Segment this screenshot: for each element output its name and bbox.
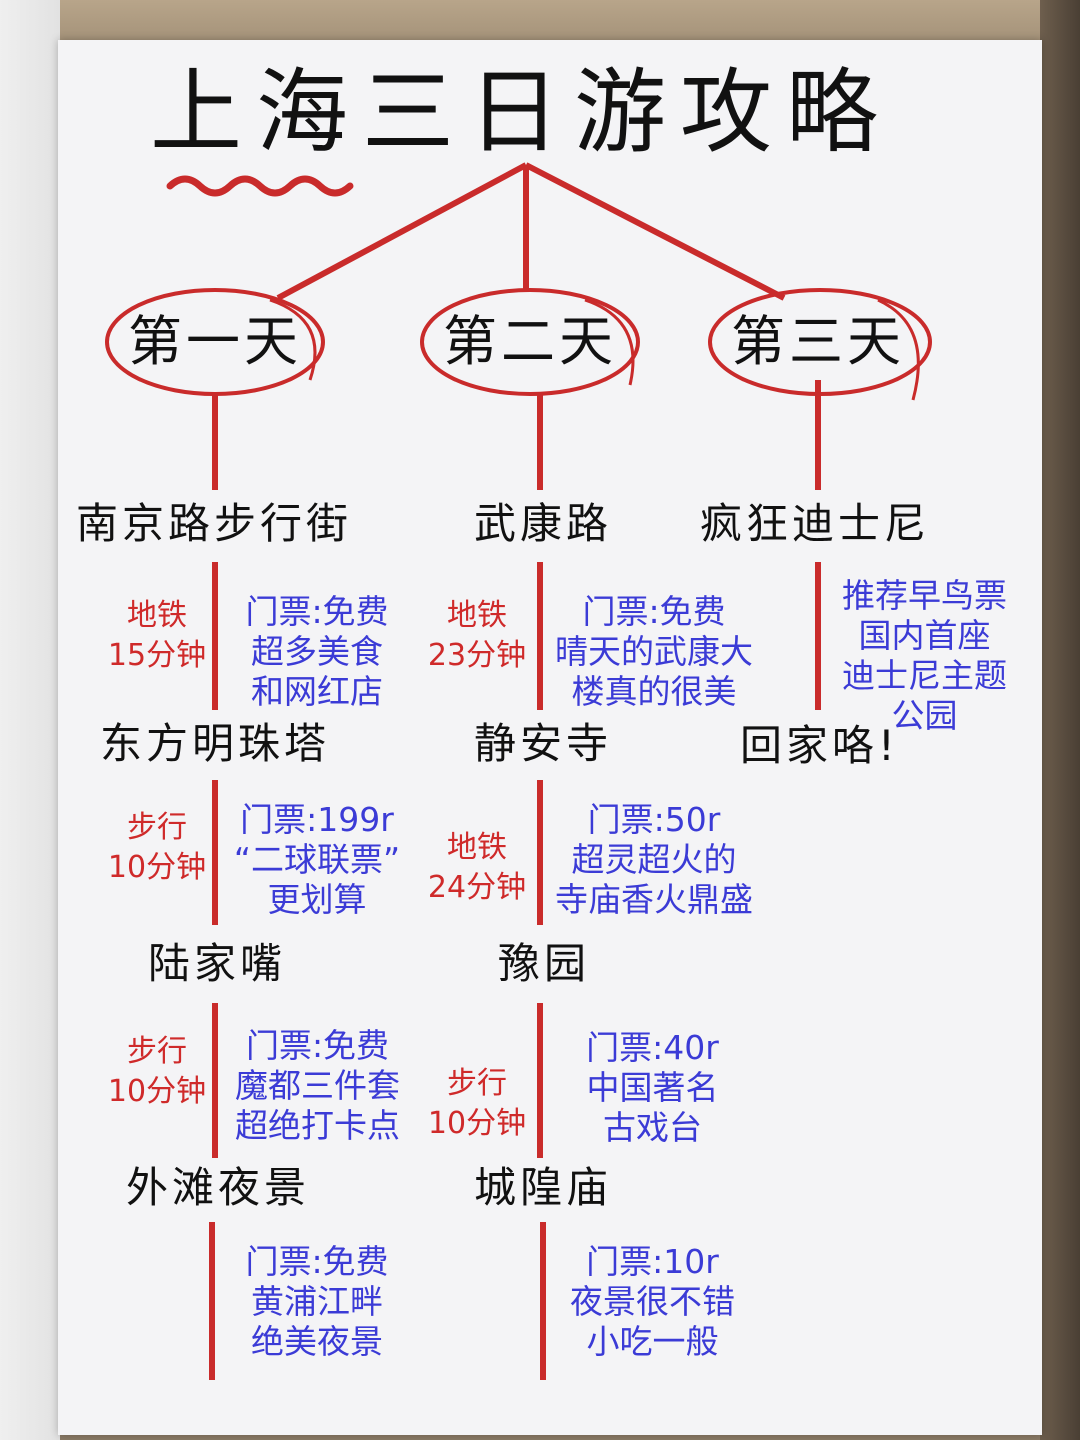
day1-transit-1: 地铁 15分钟 — [92, 596, 222, 676]
note-line: 门票:免费 — [245, 1026, 390, 1065]
transit-duration: 24分钟 — [427, 870, 527, 905]
transit-duration: 10分钟 — [427, 1106, 527, 1141]
day1-note-4: 门票:免费 黄浦江畔 绝美夜景 — [232, 1242, 402, 1362]
day2-note-2: 门票:50r 超灵超火的 寺庙香火鼎盛 — [548, 800, 760, 920]
note-line: 魔都三件套 — [235, 1066, 400, 1105]
page-title: 上海三日游攻略 — [150, 59, 893, 166]
note-line: 小吃一般 — [586, 1322, 719, 1361]
day1-stop-3: 陆家嘴 — [148, 939, 287, 988]
day3-note-1: 推荐早鸟票 国内首座 迪士尼主题 公园 — [832, 576, 1017, 736]
note-line: 迪士尼主题 — [842, 656, 1007, 695]
day1-transit-2: 步行 10分钟 — [92, 808, 222, 888]
note-line: 公园 — [891, 696, 958, 735]
day2-stop-3: 豫园 — [498, 939, 591, 988]
day3-circle-tail — [877, 298, 920, 401]
transit-duration: 15分钟 — [107, 638, 207, 673]
day1-stop-1: 南京路步行街 — [76, 499, 353, 548]
note-line: 国内首座 — [858, 616, 991, 655]
day1-circle-tail — [269, 298, 317, 381]
day2-note-1: 门票:免费 晴天的武康大 楼真的很美 — [548, 592, 760, 712]
note-line: 楼真的很美 — [571, 672, 737, 711]
transit-duration: 10分钟 — [107, 850, 207, 885]
day2-label: 第二天 — [443, 310, 617, 373]
day1-transit-3: 步行 10分钟 — [92, 1032, 222, 1112]
note-line: 推荐早鸟票 — [842, 576, 1007, 615]
note-line: 门票:免费 — [245, 1242, 389, 1281]
day1-circle — [105, 288, 325, 396]
note-line: 门票:免费 — [582, 592, 726, 631]
note-line: 古戏台 — [603, 1108, 702, 1147]
transit-duration: 10分钟 — [107, 1074, 207, 1109]
branch-day1 — [276, 162, 528, 301]
transit-mode: 地铁 — [447, 598, 507, 633]
day1-note-3: 门票:免费 魔都三件套 超绝打卡点 — [225, 1026, 410, 1146]
paper-sheet — [58, 40, 1042, 1435]
note-line: 门票:10r — [586, 1242, 719, 1281]
note-line: 门票:免费 — [245, 592, 389, 631]
day2-note-3: 门票:40r 中国著名 古戏台 — [560, 1028, 745, 1148]
note-line: 超多美食 — [251, 632, 383, 671]
day2-transit-2: 地铁 24分钟 — [412, 828, 542, 908]
note-line: 晴天的武康大 — [555, 632, 753, 671]
transit-duration: 23分钟 — [427, 638, 527, 673]
desk-background-right — [1040, 0, 1080, 1440]
day2-stop-1: 武康路 — [474, 499, 613, 548]
note-line: 门票:199r — [240, 800, 394, 839]
note-line: “二球联票” — [233, 840, 401, 879]
note-line: 超灵超火的 — [571, 840, 737, 879]
day1-label: 第一天 — [128, 310, 302, 373]
day1-stop-4: 外滩夜景 — [126, 1163, 311, 1212]
note-line: 门票:40r — [586, 1028, 719, 1067]
day2-stop-2: 静安寺 — [474, 719, 613, 768]
day2-circle — [420, 288, 640, 396]
day2-note-4: 门票:10r 夜景很不错 小吃一般 — [560, 1242, 745, 1362]
day2-stop-4: 城隍庙 — [474, 1163, 613, 1212]
branch-day3 — [524, 162, 786, 301]
day1-note-2: 门票:199r “二球联票” 更划算 — [232, 800, 402, 920]
note-line: 黄浦江畔 — [251, 1282, 383, 1321]
transit-mode: 步行 — [127, 1034, 187, 1069]
note-line: 超绝打卡点 — [235, 1106, 400, 1145]
transit-mode: 地铁 — [127, 598, 187, 633]
day3-label: 第三天 — [731, 310, 905, 373]
note-line: 更划算 — [267, 880, 367, 919]
note-line: 门票:50r — [587, 800, 721, 839]
transit-mode: 地铁 — [447, 830, 507, 865]
day1-stop-2: 东方明珠塔 — [100, 719, 331, 768]
day2-transit-3: 步行 10分钟 — [412, 1064, 542, 1144]
day2-transit-1: 地铁 23分钟 — [412, 596, 542, 676]
note-line: 夜景很不错 — [570, 1282, 735, 1321]
note-line: 中国著名 — [586, 1068, 719, 1107]
day1-note-1: 门票:免费 超多美食 和网红店 — [232, 592, 402, 712]
desk-background-left — [0, 0, 60, 1440]
day3-stop-2: 回家咯! — [740, 721, 899, 770]
title-squiggle — [166, 175, 354, 197]
day3-stop-1: 疯狂迪士尼 — [700, 499, 931, 548]
note-line: 绝美夜景 — [251, 1322, 383, 1361]
day2-circle-tail — [584, 298, 635, 386]
transit-mode: 步行 — [127, 810, 187, 845]
note-line: 和网红店 — [251, 672, 383, 711]
transit-mode: 步行 — [447, 1066, 507, 1101]
note-line: 寺庙香火鼎盛 — [555, 880, 753, 919]
